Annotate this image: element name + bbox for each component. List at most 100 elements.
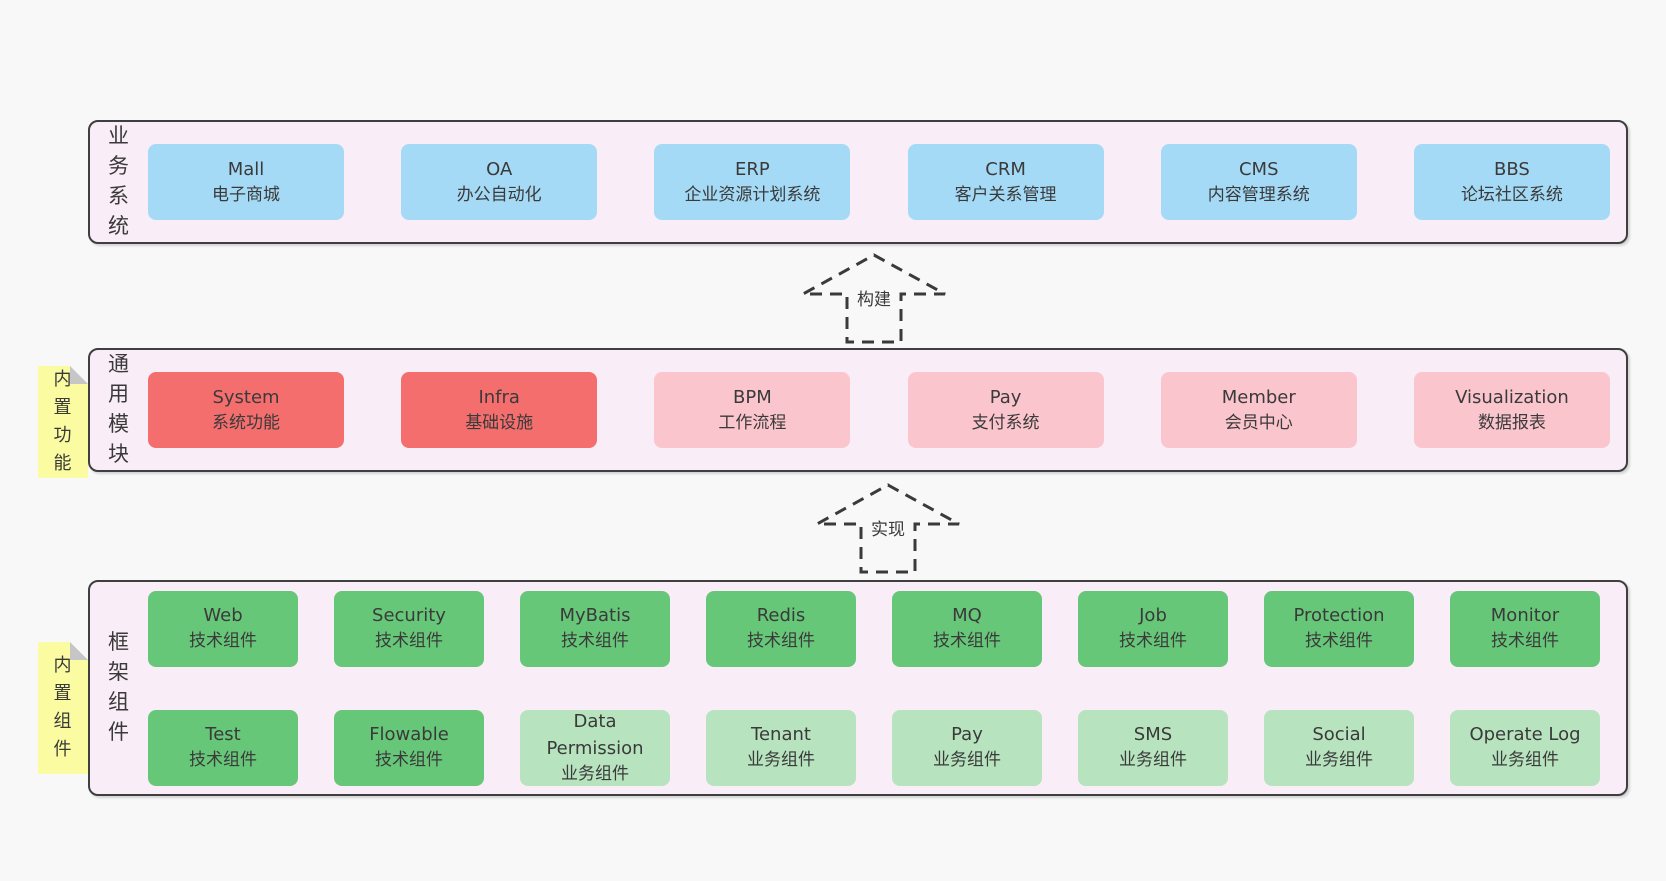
box-title: CMS — [1238, 158, 1279, 180]
panel-common-modules: 通用模块 System 系统功能 Infra 基础设施 BPM 工作流程 Pay… — [88, 348, 1628, 472]
box-title: Pay — [989, 386, 1022, 408]
box-title: Social — [1312, 724, 1366, 746]
box-subtitle: 企业资源计划系统 — [684, 184, 821, 205]
box-title: Pay — [951, 724, 983, 746]
box-title: Web — [203, 605, 243, 627]
framework-components-row-2: Test 技术组件 Flowable 技术组件 Data Permission … — [148, 701, 1626, 794]
box-title: Flowable — [369, 724, 449, 746]
box-flowable: Flowable 技术组件 — [334, 709, 484, 786]
box-subtitle: 技术组件 — [1491, 631, 1559, 652]
box-subtitle: 工作流程 — [718, 412, 787, 433]
box-subtitle: 业务组件 — [561, 763, 629, 784]
box-subtitle: 技术组件 — [1119, 631, 1187, 652]
box-subtitle: 业务组件 — [1491, 750, 1559, 771]
box-subtitle: 内容管理系统 — [1207, 184, 1310, 205]
box-title: Monitor — [1490, 605, 1560, 627]
box-pay-component: Pay 业务组件 — [892, 709, 1042, 786]
box-title: MyBatis — [559, 605, 631, 627]
box-subtitle: 技术组件 — [933, 631, 1001, 652]
box-crm: CRM 客户关系管理 — [907, 144, 1104, 220]
box-mall: Mall 电子商城 — [148, 144, 344, 220]
arrow-implement: 实现 — [814, 482, 962, 576]
box-title: ERP — [735, 158, 770, 180]
box-title: Data Permission — [546, 710, 644, 759]
box-subtitle: 业务组件 — [933, 750, 1001, 771]
box-title: Operate Log — [1469, 724, 1581, 746]
tab-built-in-components: 内置组件 — [38, 642, 88, 774]
box-social: Social 业务组件 — [1264, 709, 1414, 786]
tab-built-in-features-label: 内置功能 — [53, 369, 73, 474]
arrow-implement-label: 实现 — [866, 514, 910, 541]
arrow-build-label: 构建 — [852, 284, 896, 311]
common-modules-row: System 系统功能 Infra 基础设施 BPM 工作流程 Pay 支付系统… — [148, 350, 1626, 470]
box-subtitle: 业务组件 — [747, 750, 815, 771]
box-visualization: Visualization 数据报表 — [1413, 372, 1610, 448]
panel-label-framework-components: 框架组件 — [90, 582, 148, 794]
panel-label-text: 通用模块 — [107, 352, 130, 466]
box-tenant: Tenant 业务组件 — [706, 709, 856, 786]
box-cms: CMS 内容管理系统 — [1160, 144, 1357, 220]
framework-components-rows: Web 技术组件 Security 技术组件 MyBatis 技术组件 Redi… — [148, 582, 1626, 794]
box-title: BBS — [1494, 158, 1530, 180]
box-infra: Infra 基础设施 — [401, 372, 598, 448]
dashed-up-arrow-icon — [802, 253, 946, 344]
box-security: Security 技术组件 — [334, 590, 484, 667]
box-subtitle: 技术组件 — [747, 631, 815, 652]
box-job: Job 技术组件 — [1078, 590, 1228, 667]
box-protection: Protection 技术组件 — [1264, 590, 1414, 667]
box-subtitle: 技术组件 — [375, 631, 443, 652]
box-subtitle: 支付系统 — [971, 412, 1040, 433]
box-title: Tenant — [751, 724, 811, 746]
box-title: Mall — [227, 158, 265, 180]
box-subtitle: 电子商城 — [212, 184, 280, 205]
box-title: Infra — [478, 386, 520, 408]
tab-built-in-components-label: 内置组件 — [53, 655, 73, 760]
panel-business-systems: 业务系统 Mall 电子商城 OA 办公自动化 ERP 企业资源计划系统 CRM… — [88, 120, 1628, 244]
box-subtitle: 会员中心 — [1224, 412, 1293, 433]
box-title: CRM — [985, 158, 1026, 180]
box-title: Protection — [1293, 605, 1385, 627]
box-test: Test 技术组件 — [148, 709, 298, 786]
tab-built-in-features: 内置功能 — [38, 366, 88, 478]
box-member: Member 会员中心 — [1160, 372, 1357, 448]
panel-label-text: 业务系统 — [107, 124, 130, 238]
panel-framework-components: 框架组件 Web 技术组件 Security 技术组件 MyBatis 技术组件… — [88, 580, 1628, 796]
framework-components-row-1: Web 技术组件 Security 技术组件 MyBatis 技术组件 Redi… — [148, 582, 1626, 675]
arrow-build: 构建 — [800, 252, 948, 346]
box-mybatis: MyBatis 技术组件 — [520, 590, 670, 667]
box-erp: ERP 企业资源计划系统 — [654, 144, 851, 220]
business-systems-row: Mall 电子商城 OA 办公自动化 ERP 企业资源计划系统 CRM 客户关系… — [148, 122, 1626, 242]
box-subtitle: 技术组件 — [1305, 631, 1373, 652]
box-web: Web 技术组件 — [148, 590, 298, 667]
box-subtitle: 论坛社区系统 — [1460, 184, 1563, 205]
box-subtitle: 技术组件 — [561, 631, 629, 652]
box-title: MQ — [952, 605, 982, 627]
box-subtitle: 业务组件 — [1305, 750, 1373, 771]
box-monitor: Monitor 技术组件 — [1450, 590, 1600, 667]
box-title: OA — [486, 158, 513, 180]
box-subtitle: 技术组件 — [375, 750, 443, 771]
box-mq: MQ 技术组件 — [892, 590, 1042, 667]
box-title: Job — [1139, 605, 1167, 627]
box-title: Visualization — [1455, 386, 1569, 408]
panel-label-text: 框架组件 — [107, 630, 130, 744]
box-title: Test — [205, 724, 241, 746]
box-title: System — [212, 386, 280, 408]
box-title: SMS — [1133, 724, 1173, 746]
box-subtitle: 基础设施 — [465, 412, 534, 433]
box-bpm: BPM 工作流程 — [654, 372, 851, 448]
box-subtitle: 技术组件 — [189, 750, 257, 771]
box-subtitle: 客户关系管理 — [954, 184, 1057, 205]
box-sms: SMS 业务组件 — [1078, 709, 1228, 786]
box-subtitle: 办公自动化 — [456, 184, 542, 205]
box-system: System 系统功能 — [148, 372, 344, 448]
box-title: BPM — [733, 386, 772, 408]
box-pay-module: Pay 支付系统 — [907, 372, 1104, 448]
box-title: Redis — [756, 605, 806, 627]
box-operate-log: Operate Log 业务组件 — [1450, 709, 1600, 786]
panel-label-common-modules: 通用模块 — [90, 350, 148, 470]
box-title: Member — [1221, 386, 1296, 408]
box-oa: OA 办公自动化 — [401, 144, 598, 220]
panel-label-business-systems: 业务系统 — [90, 122, 148, 242]
